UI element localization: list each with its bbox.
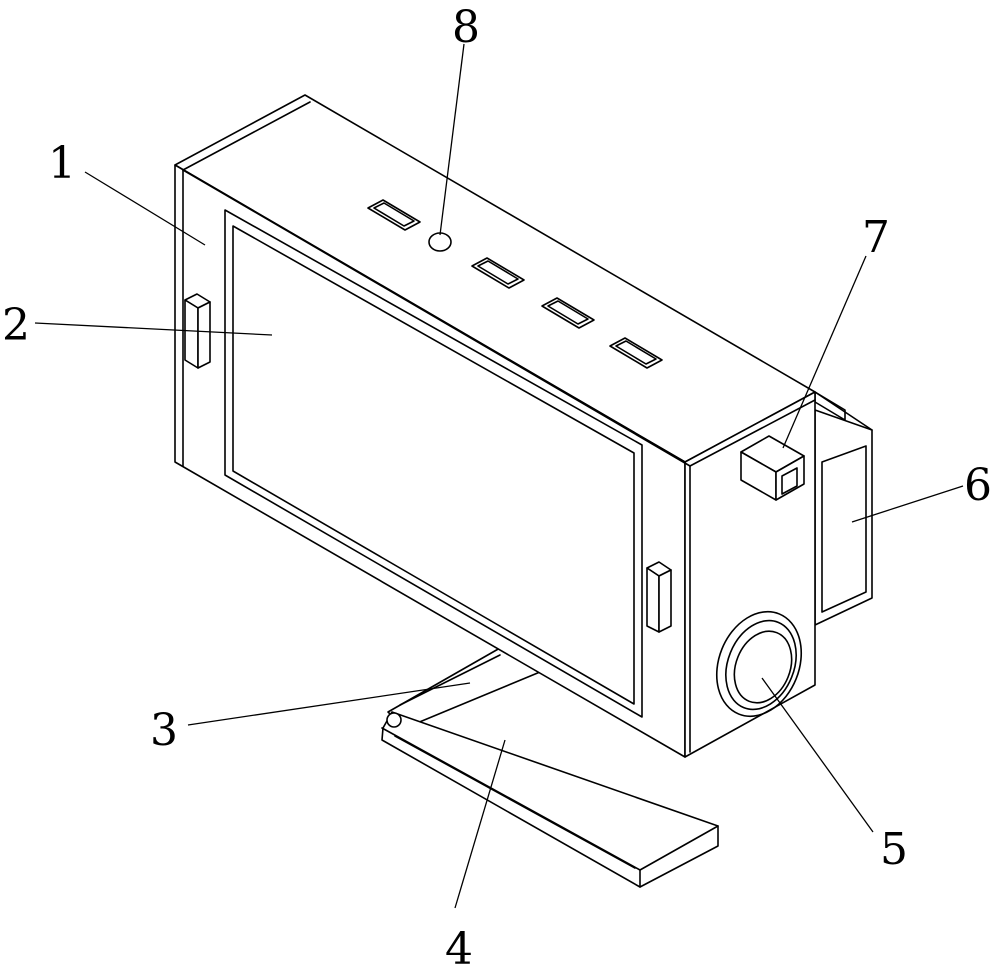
left-handle: [184, 293, 211, 369]
camera: [740, 435, 805, 501]
screen: [224, 209, 643, 718]
speaker: [715, 610, 803, 718]
callout-4: 4: [445, 924, 473, 973]
top-button: [428, 232, 452, 252]
callout-1: 1: [48, 138, 76, 189]
callout-3: 3: [150, 705, 178, 756]
base-plate: [381, 711, 719, 888]
hinge-pin: [386, 712, 402, 728]
callout-2: 2: [2, 300, 30, 351]
right-handle: [646, 561, 672, 633]
callout-7: 7: [862, 212, 890, 263]
side-box: [814, 391, 873, 626]
top-ports: [367, 199, 663, 369]
leader-lines: [34, 43, 964, 909]
callout-6: 6: [964, 460, 992, 511]
callout-8: 8: [452, 2, 480, 53]
callout-5: 5: [880, 824, 908, 875]
